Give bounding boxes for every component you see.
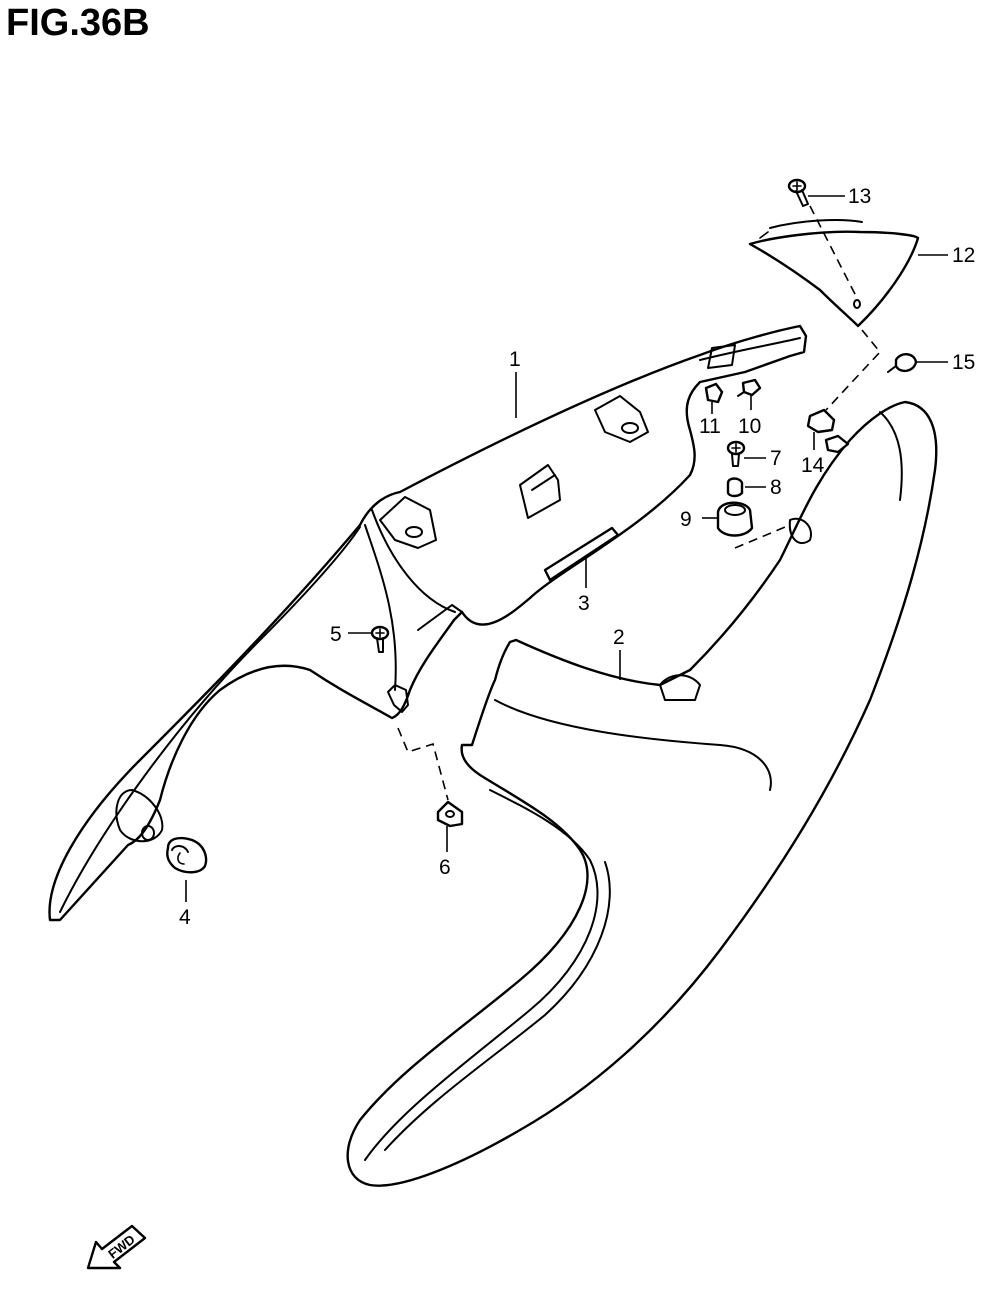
screw-13: [787, 178, 809, 207]
push-rivet: [887, 353, 918, 373]
callout-10: 10: [738, 415, 761, 438]
fwd-indicator: FWD: [86, 1224, 147, 1270]
callout-4: 4: [179, 906, 191, 929]
forward-arrow-icon: [86, 1224, 147, 1270]
clip-14: [806, 408, 850, 454]
callout-8: 8: [770, 476, 782, 499]
callout-3: 3: [578, 592, 590, 615]
trim-strip: [543, 526, 620, 582]
figure-title: FIG.36B: [6, 2, 150, 44]
callout-7: 7: [770, 447, 782, 470]
frame-cover-right: [346, 400, 938, 1187]
callout-5: 5: [330, 623, 342, 646]
callout-13: 13: [848, 185, 871, 208]
leader-lines: [185, 195, 948, 902]
grommet: [166, 836, 208, 874]
screw-7: [726, 440, 746, 467]
frame-cover-left: [48, 324, 808, 922]
callout-11: 11: [699, 415, 721, 438]
tail-cover: [748, 219, 920, 328]
nut-11: [704, 382, 724, 404]
bolt-10: [737, 378, 762, 397]
callout-labels: 1 2 3 4 5 6 7 8 9 10 11 12 13 14 15: [179, 185, 975, 929]
callout-9: 9: [680, 508, 692, 531]
callout-15: 15: [952, 351, 975, 374]
clip-nut: [436, 800, 464, 828]
collar: [726, 477, 744, 498]
damper: [716, 501, 754, 537]
callout-14: 14: [801, 454, 825, 477]
assembly-lines: [397, 205, 882, 801]
callout-6: 6: [439, 856, 451, 879]
callout-2: 2: [613, 626, 625, 649]
callout-1: 1: [509, 348, 521, 371]
callout-12: 12: [952, 244, 975, 267]
